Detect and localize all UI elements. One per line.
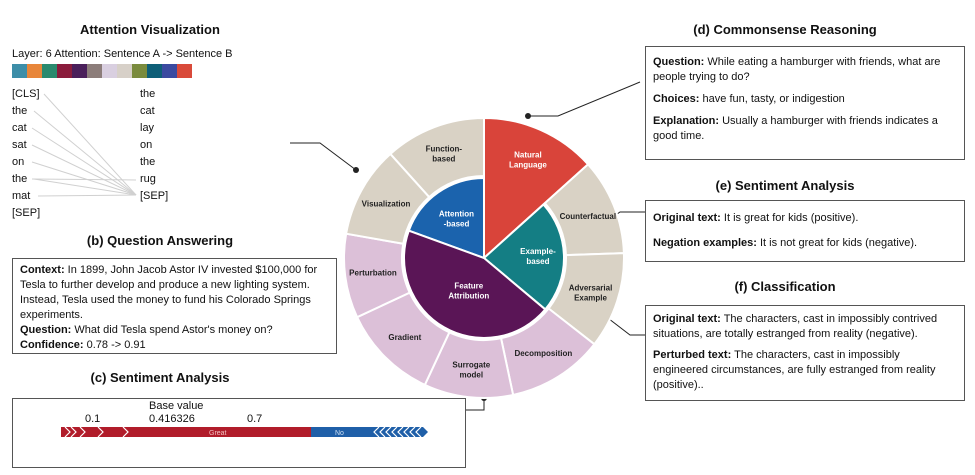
qa-title: (b) Question Answering — [86, 233, 234, 248]
example-based-segment — [482, 203, 565, 311]
decomposition-label: Decomposition — [514, 349, 572, 358]
cs-explanation-text: Usually a hamburger with friends indicat… — [653, 115, 938, 142]
palette-swatch — [87, 64, 102, 78]
gradient-label: Gradient — [388, 333, 421, 342]
qa-context-text: In 1899, John Jacob Astor IV invested $1… — [20, 264, 318, 321]
visualization-segment — [344, 152, 431, 245]
cs-question-text: While eating a hamburger with friends, w… — [653, 56, 941, 83]
tick-0-1: 0.1 — [85, 413, 101, 425]
palette-swatch — [12, 64, 27, 78]
cl-perturbed-text: The characters, cast in impossibly engin… — [653, 349, 936, 391]
left-token: [CLS] — [12, 88, 40, 100]
example-based-label: Example-based — [520, 247, 556, 266]
se-negation-label: Negation examples: — [653, 237, 757, 249]
commonsense-box: Question: While eating a hamburger with … — [645, 46, 965, 160]
left-token: the — [12, 173, 28, 185]
se-original-label: Original text: — [653, 212, 721, 224]
cl-original-text: The characters, cast in impossibly contr… — [653, 313, 938, 340]
palette-swatch — [117, 64, 132, 78]
palette-swatch — [27, 64, 42, 78]
left-token: mat — [12, 190, 31, 202]
right-token: the — [140, 156, 156, 168]
base-value-label: Base value — [149, 400, 204, 412]
attention-lines — [31, 93, 137, 197]
natural-language-segment — [483, 116, 590, 261]
palette-swatch — [147, 64, 162, 78]
palette-swatch — [72, 64, 87, 78]
palette-swatch — [102, 64, 117, 78]
classification-box: Original text: The characters, cast in i… — [645, 305, 965, 401]
qa-confidence-text: 0.78 -> 0.91 — [86, 339, 146, 351]
cl-perturbed-label: Perturbed text: — [653, 349, 732, 361]
attention-title: Attention Visualization — [80, 22, 220, 37]
feature-attribution-segment — [403, 229, 547, 339]
qa-question-text: What did Tesla spend Astor's money on? — [74, 324, 273, 336]
attention-palette — [12, 64, 192, 78]
tick-0-7: 0.7 — [247, 413, 263, 425]
right-token: the — [140, 88, 156, 100]
sentiment-c-title: (c) Sentiment Analysis — [90, 370, 230, 385]
sentiment-c-box: Base value 0.1 0.416326 0.7 Great No — [12, 398, 466, 468]
qa-confidence-label: Confidence: — [20, 339, 84, 351]
cl-original-label: Original text: — [653, 313, 721, 325]
right-token: [SEP] — [140, 190, 169, 202]
palette-swatch — [57, 64, 72, 78]
attention-layer-label: Layer: 6 Attention: Sentence A -> Senten… — [12, 48, 233, 60]
force-plot: Great No — [61, 426, 428, 438]
qa-box: Context: In 1899, John Jacob Astor IV in… — [12, 258, 337, 354]
left-token: [SEP] — [12, 207, 41, 219]
left-token: sat — [12, 139, 27, 151]
cs-question-label: Question: — [653, 56, 705, 68]
great-label: Great — [209, 430, 227, 437]
cs-explanation-label: Explanation: — [653, 115, 720, 127]
counterfactual-label: Counterfactual — [560, 212, 616, 221]
right-token: on — [140, 139, 153, 151]
cs-choices-label: Choices: — [653, 93, 700, 105]
palette-swatch — [42, 64, 57, 78]
visualization-label: Visualization — [362, 200, 411, 209]
palette-swatch — [132, 64, 147, 78]
tick-base: 0.416326 — [149, 413, 195, 425]
sentiment-e-title: (e) Sentiment Analysis — [715, 178, 855, 193]
cs-choices-text: have fun, tasty, or indigestion — [702, 93, 845, 105]
qa-question-label: Question: — [20, 324, 72, 336]
palette-swatch — [177, 64, 192, 78]
attention-based-label: Attention-based — [439, 210, 474, 229]
left-token: the — [12, 105, 28, 117]
qa-context-label: Context: — [20, 264, 65, 276]
se-original-text: It is great for kids (positive). — [723, 212, 859, 224]
left-token: cat — [12, 122, 27, 134]
perturbation-label: Perturbation — [349, 269, 397, 278]
sentiment-e-box: Original text: It is great for kids (pos… — [645, 200, 965, 262]
left-token: on — [12, 156, 25, 168]
right-token: lay — [140, 122, 155, 134]
right-token: rug — [140, 173, 156, 185]
palette-swatch — [162, 64, 177, 78]
attention-based-segment — [407, 176, 485, 260]
classification-title: (f) Classification — [734, 279, 836, 294]
function-based-label: Function-based — [426, 144, 463, 163]
right-token: cat — [140, 105, 155, 117]
commonsense-title: (d) Commonsense Reasoning — [693, 22, 877, 37]
no-label: No — [335, 430, 344, 437]
se-negation-text: It is not great for kids (negative). — [759, 237, 918, 249]
